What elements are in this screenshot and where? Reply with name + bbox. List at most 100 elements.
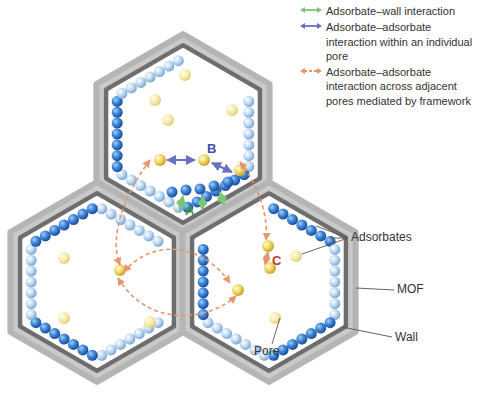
- wall-adsorbate: [198, 287, 209, 298]
- wall-adsorbate: [112, 129, 123, 140]
- wall-adsorbate: [26, 277, 37, 288]
- wall-adsorbate: [116, 88, 127, 99]
- wall-adsorbate: [112, 118, 123, 129]
- legend-arrow-shaft: [304, 25, 318, 27]
- guest-adsorbate: [58, 252, 70, 264]
- legend-arrow-head: [317, 7, 322, 13]
- wall-adsorbate: [40, 230, 51, 241]
- wall-adsorbate: [181, 185, 192, 196]
- wall-adsorbate: [306, 225, 317, 236]
- wall-adsorbate: [124, 334, 135, 345]
- legend-arrow-head: [300, 23, 305, 29]
- wall-adsorbate: [112, 107, 123, 118]
- legend-arrow-head: [317, 68, 322, 74]
- wall-adsorbate: [198, 277, 209, 288]
- wall-adsorbate: [223, 177, 234, 188]
- wall-inner: [20, 193, 174, 371]
- pore: [196, 198, 341, 366]
- wall-adsorbate: [124, 220, 135, 231]
- pore: [110, 50, 255, 218]
- wall-adsorbate: [68, 214, 79, 225]
- wall-adsorbate: [59, 334, 70, 345]
- wall-adsorbate: [112, 139, 123, 150]
- wall-adsorbate: [87, 350, 98, 361]
- wall-adsorbate: [221, 328, 232, 339]
- mof-wall: [182, 182, 355, 382]
- wall-adsorbate: [87, 203, 98, 214]
- wall-adsorbate: [287, 214, 298, 225]
- wall-adsorbate: [296, 220, 307, 231]
- legend-arrow-head: [300, 68, 305, 74]
- wall-adsorbate: [145, 186, 156, 197]
- wall-adsorbate: [154, 66, 165, 77]
- wall-adsorbate: [112, 150, 123, 161]
- wall-adsorbate: [134, 225, 145, 236]
- wall-adsorbate: [278, 209, 289, 220]
- wall-adsorbate: [231, 334, 242, 345]
- guest-adsorbate: [154, 154, 166, 166]
- wall-adsorbate: [26, 309, 37, 320]
- wall-adsorbate: [30, 236, 41, 247]
- wall-adsorbate: [198, 244, 209, 255]
- wall-adsorbate: [134, 328, 145, 339]
- wall-adsorbate: [329, 255, 340, 266]
- callout-letter: B: [207, 142, 216, 156]
- wall-adsorbate: [77, 209, 88, 220]
- wall-inner: [106, 45, 260, 223]
- wall-adsorbate: [96, 350, 107, 361]
- wall-adsorbate: [167, 187, 178, 198]
- wall-adsorbate: [115, 339, 126, 350]
- wall-adsorbate: [106, 344, 117, 355]
- wall-adsorbate: [315, 230, 326, 241]
- wall-adsorbate: [243, 107, 254, 118]
- guest-adsorbate: [58, 312, 70, 324]
- wall-adsorbate: [40, 323, 51, 334]
- wall-adsorbate: [329, 266, 340, 277]
- wall-adsorbate: [163, 61, 174, 72]
- guest-adsorbate: [262, 240, 274, 252]
- wall-adsorbate: [154, 191, 165, 202]
- part-label: Pore: [254, 345, 279, 358]
- wall-adsorbate: [173, 55, 184, 66]
- legend-arrow-head: [300, 7, 305, 13]
- wall-adsorbate: [325, 317, 336, 328]
- wall-adsorbate: [243, 129, 254, 140]
- wall-adsorbate: [329, 298, 340, 309]
- wall-adsorbate: [106, 209, 117, 220]
- guest-adsorbate: [290, 250, 302, 262]
- callout-letter: C: [272, 254, 281, 268]
- wall-adsorbate: [268, 203, 279, 214]
- part-label: Adsorbates: [351, 231, 412, 244]
- wall-adsorbate: [77, 344, 88, 355]
- wall-adsorbate: [240, 339, 251, 350]
- guest-adsorbate: [114, 264, 126, 276]
- wall-adsorbate: [329, 244, 340, 255]
- pore: [24, 198, 169, 366]
- guest-adsorbate: [234, 164, 246, 176]
- mof-wall: [10, 182, 183, 382]
- callout-letter: A: [185, 204, 194, 218]
- wall-adsorbate: [212, 323, 223, 334]
- wall-adsorbate: [96, 203, 107, 214]
- guest-adsorbate: [162, 114, 174, 126]
- legend-arrow: [300, 66, 322, 76]
- legend-arrow-shaft: [304, 70, 318, 72]
- legend-arrow: [300, 5, 322, 15]
- legend-entry: Adsorbate–adsorbate interaction across a…: [300, 65, 484, 108]
- part-label: Wall: [395, 331, 418, 344]
- wall-adsorbate: [329, 287, 340, 298]
- wall-adsorbate: [198, 298, 209, 309]
- wall-adsorbate: [49, 328, 60, 339]
- wall-adsorbate: [59, 220, 70, 231]
- wall-adsorbate: [209, 181, 220, 192]
- wall-inner: [192, 193, 346, 371]
- wall-adsorbate: [243, 139, 254, 150]
- legend-text: Adsorbate–wall interaction: [326, 4, 484, 18]
- guest-adsorbate: [144, 316, 156, 328]
- wall-adsorbate: [329, 277, 340, 288]
- wall-adsorbate: [243, 96, 254, 107]
- wall-adsorbate: [153, 236, 164, 247]
- wall-adsorbate: [306, 328, 317, 339]
- wall-adsorbate: [26, 255, 37, 266]
- wall-adsorbate: [195, 184, 206, 195]
